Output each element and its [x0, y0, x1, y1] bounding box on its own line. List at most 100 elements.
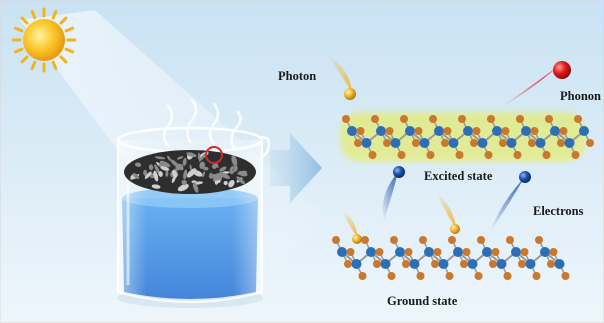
absorber-flake	[215, 162, 219, 168]
phonon-label: Phonon	[560, 89, 601, 103]
absorber-flake	[154, 156, 166, 160]
chalcogen-atom	[520, 248, 529, 256]
absorber-flake	[192, 182, 199, 193]
chalcogen-atom	[404, 248, 413, 256]
absorber-flake	[199, 161, 206, 169]
absorber-flake	[202, 166, 209, 171]
metal-atom	[434, 126, 444, 136]
chalcogen-atom	[387, 272, 396, 280]
metal-atom	[496, 259, 507, 269]
metal-atom	[390, 138, 401, 148]
absorber-flake	[223, 180, 228, 186]
absorber-flake	[153, 170, 159, 182]
metal-atom	[564, 138, 575, 148]
metal-atom	[409, 259, 420, 269]
chalcogen-atom	[472, 127, 481, 135]
metal-atom	[453, 247, 463, 257]
metal-atom	[405, 126, 415, 136]
absorber-flake	[191, 180, 197, 183]
photothermal-absorber-layer	[124, 150, 256, 194]
metal-atom	[482, 247, 492, 257]
sun-icon	[11, 7, 77, 73]
absorber-flake	[183, 169, 188, 180]
beaker-spout	[257, 136, 271, 158]
phonon-particle	[500, 61, 571, 108]
chalcogen-atom	[470, 139, 478, 147]
chalcogen-atom	[344, 260, 352, 268]
metal-atom	[347, 126, 357, 136]
chalcogen-atom	[448, 236, 456, 244]
absorber-flake	[175, 165, 180, 171]
absorber-flake	[172, 169, 178, 178]
chalcogen-atom	[484, 151, 493, 159]
chalcogen-atom	[400, 115, 408, 123]
absorber-flake	[229, 169, 234, 175]
chalcogen-atom	[506, 236, 514, 244]
absorber-flake	[218, 175, 222, 181]
chalcogen-atom	[491, 248, 500, 256]
chalcogen-atom	[516, 115, 524, 123]
chalcogen-atom	[419, 236, 427, 244]
excited-state-lattice	[340, 112, 594, 162]
chalcogen-atom	[542, 151, 551, 159]
chalcogen-atom	[441, 139, 449, 147]
steam-wisps	[162, 98, 242, 150]
absorber-flake	[186, 168, 197, 178]
chalcogen-atom	[571, 151, 580, 159]
chalcogen-atom	[518, 260, 526, 268]
chalcogen-atom	[383, 139, 391, 147]
chalcogen-atom	[361, 236, 369, 244]
absorber-flake	[143, 169, 148, 176]
metal-atom	[521, 126, 531, 136]
chalcogen-atom	[346, 248, 355, 256]
chalcogen-atom	[426, 151, 435, 159]
absorber-flake	[158, 171, 163, 177]
metal-atom	[337, 247, 347, 257]
metal-atom	[376, 126, 386, 136]
absorber-flake	[182, 157, 187, 166]
absorber-flake	[236, 176, 245, 185]
chalcogen-atom	[342, 115, 350, 123]
chalcogen-atom	[489, 260, 497, 268]
metal-atom	[477, 138, 488, 148]
excited-state-label: Excited state	[424, 169, 493, 183]
chalcogen-atom	[371, 115, 379, 123]
chalcogen-atom	[433, 248, 442, 256]
absorber-flake	[154, 164, 160, 174]
photon-particle	[328, 55, 356, 100]
absorber-flake	[238, 170, 248, 177]
chalcogen-atom	[358, 272, 367, 280]
ground-state-label: Ground state	[387, 294, 458, 308]
absorber-flake	[198, 152, 201, 163]
chalcogen-atom	[561, 272, 570, 280]
chalcogen-atom	[487, 115, 495, 123]
metal-atom	[525, 259, 536, 269]
process-arrow	[270, 133, 322, 203]
absorber-flake	[159, 160, 171, 168]
chalcogen-atom	[513, 151, 522, 159]
absorber-flake	[160, 166, 170, 171]
chalcogen-atom	[443, 127, 452, 135]
chalcogen-atom	[412, 139, 420, 147]
absorber-flake	[167, 155, 171, 161]
absorber-flake	[134, 162, 142, 167]
absorber-flake	[165, 170, 169, 177]
chalcogen-atom	[354, 139, 362, 147]
metal-atom	[351, 259, 362, 269]
chalcogen-atom	[414, 127, 423, 135]
metal-atom	[535, 138, 546, 148]
chalcogen-atom	[549, 248, 558, 256]
chalcogen-atom	[390, 236, 398, 244]
chalcogen-atom	[402, 260, 410, 268]
absorber-flake	[144, 171, 152, 179]
chalcogen-atom	[532, 272, 541, 280]
chalcogen-atom	[574, 115, 582, 123]
chalcogen-atom	[397, 151, 406, 159]
chalcogen-atom	[559, 127, 568, 135]
metal-atom	[419, 138, 430, 148]
metal-atom	[506, 138, 517, 148]
chalcogen-atom	[431, 260, 439, 268]
absorber-flake	[181, 179, 187, 186]
chalcogen-atom	[530, 127, 539, 135]
